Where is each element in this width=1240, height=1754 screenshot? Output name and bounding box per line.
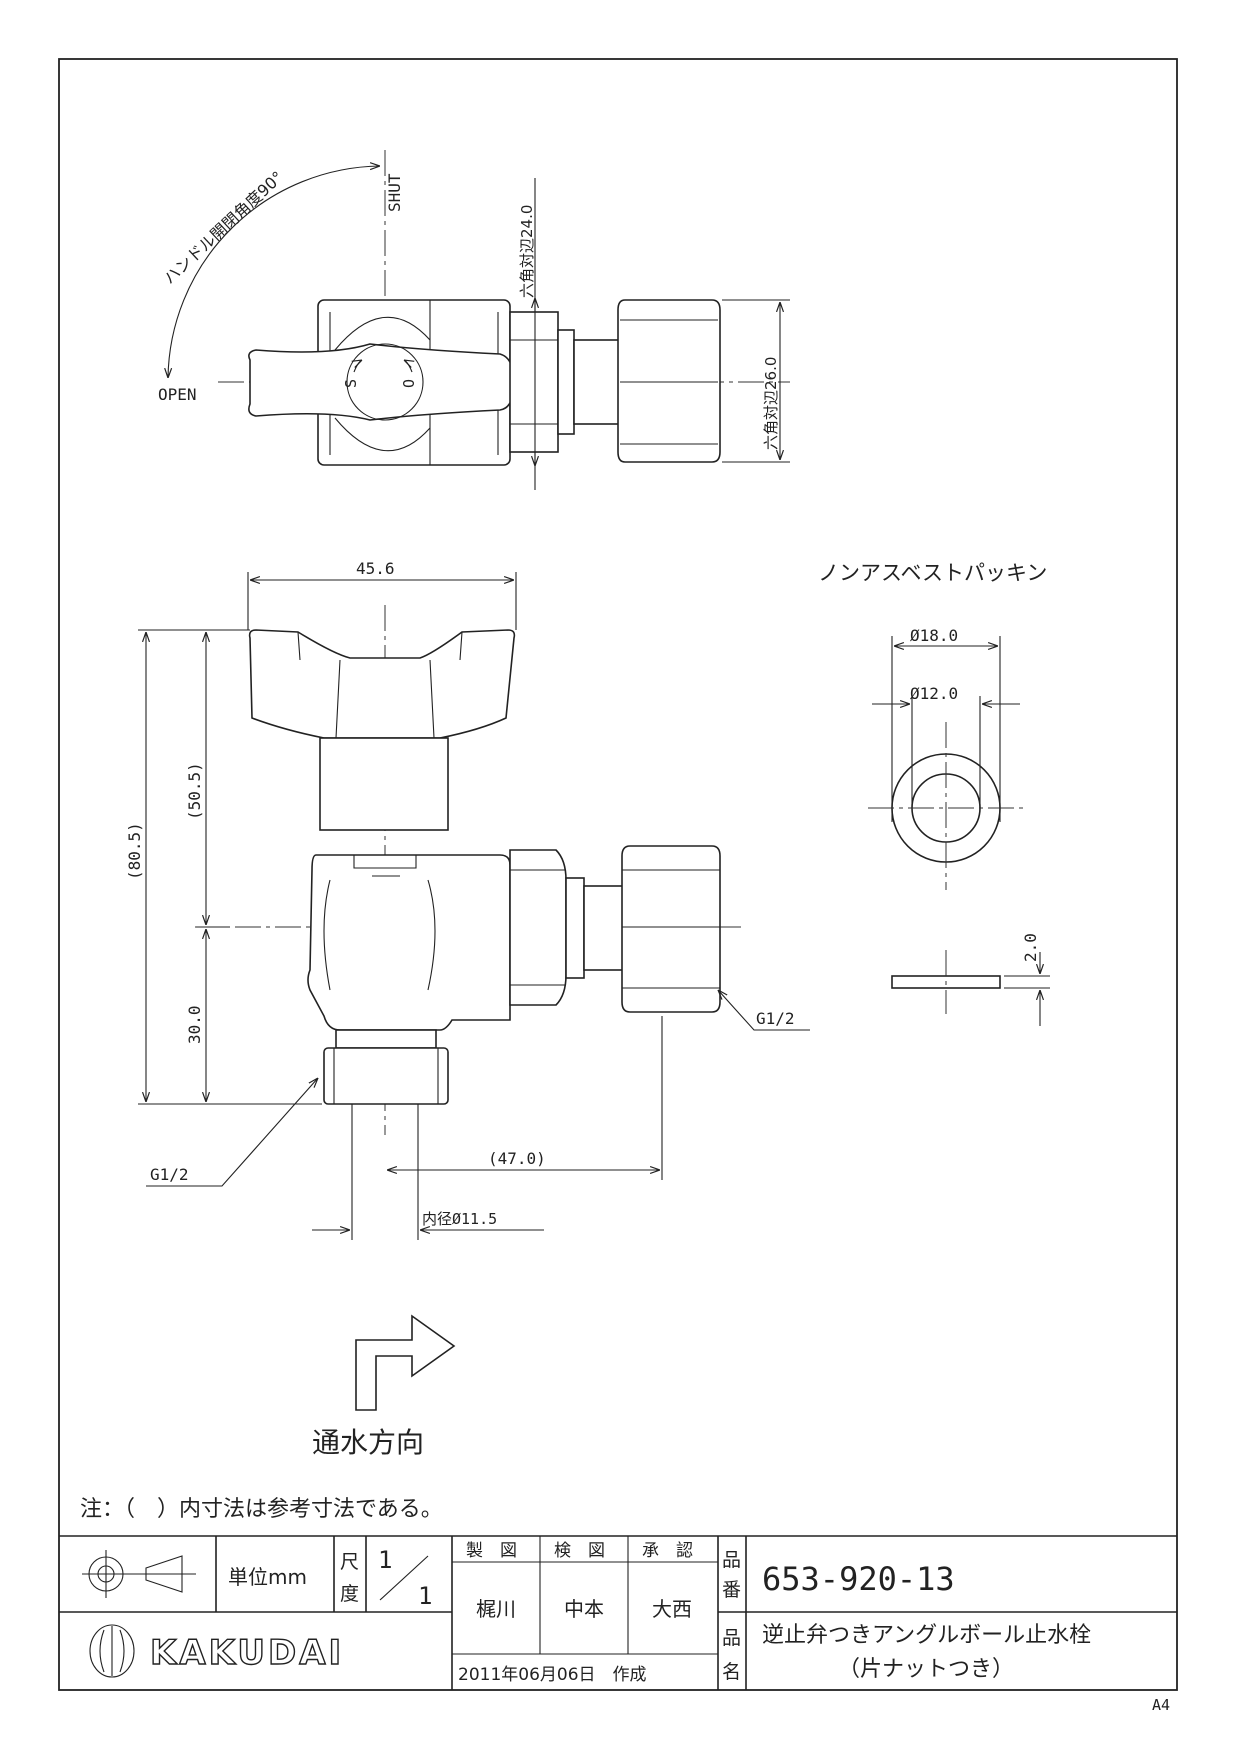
- front-view: 45.6 (80.5) (50.5) 30.0 (47.0) 内径Ø11.5 G…: [125, 559, 810, 1240]
- top-handle-arrow-s: [354, 360, 362, 373]
- title-block: 単位mm 尺 度 1 1 製 図 検 図 承 認 梶川 中本 大西 2011年0…: [59, 1535, 1177, 1690]
- part-no-label-2: 番: [722, 1579, 741, 1601]
- packing-outer-dia-label: Ø18.0: [910, 626, 958, 645]
- front-hex-joint: [509, 849, 567, 1006]
- top-stem: [557, 329, 575, 435]
- top-hex-body: [509, 311, 559, 453]
- part-name-line-1: 逆止弁つきアングルボール止水栓: [762, 1623, 1091, 1648]
- packing-detail: ノンアスベストパッキン Ø18.0 Ø12.0 2.0: [818, 561, 1050, 1026]
- drawn-label: 製 図: [466, 1541, 517, 1561]
- outlet-thread-leader: [718, 990, 810, 1031]
- offset-dim-label: (47.0): [488, 1149, 546, 1168]
- drawn-name: 梶川: [476, 1597, 516, 1621]
- top-ball-disc: [334, 316, 431, 452]
- sheet-size-label: A4: [1152, 1696, 1170, 1714]
- scale-numerator: 1: [378, 1546, 392, 1574]
- front-valve-body: [307, 854, 511, 1031]
- unit-label: 単位mm: [228, 1565, 307, 1589]
- drawing-border: [58, 58, 1178, 1691]
- front-handle-wing: [248, 629, 516, 739]
- inlet-thread-leader: [146, 1078, 318, 1187]
- top-handle-mark-s: S: [342, 379, 360, 388]
- part-name-label-1: 品: [722, 1627, 741, 1649]
- handle-angle-arc: [168, 166, 380, 378]
- front-nut-lines: [622, 869, 720, 989]
- packing-thickness-label: 2.0: [1021, 933, 1040, 962]
- part-number: 653-920-13: [762, 1560, 955, 1598]
- checked-label: 検 図: [554, 1541, 605, 1561]
- inlet-thread-label: G1/2: [150, 1165, 189, 1184]
- front-hex-joint-lines: [510, 869, 566, 986]
- top-hex-body-lines: [510, 339, 558, 425]
- approved-label: 承 認: [642, 1541, 693, 1561]
- outlet-thread-label: G1/2: [756, 1009, 795, 1028]
- top-nut-lines: [620, 319, 718, 445]
- part-name-line-2: （片ナットつき）: [838, 1657, 1014, 1682]
- hex-large-label: 六角対辺26.0: [762, 357, 780, 450]
- handle-angle-label: ハンドル開閉角度90°: [160, 167, 287, 288]
- total-height-label: (80.5): [125, 822, 144, 880]
- approved-name: 大西: [652, 1597, 692, 1621]
- front-stem-neck: [319, 737, 449, 831]
- upper-height-label: (50.5): [185, 762, 204, 820]
- flow-direction-arrow: [355, 1314, 456, 1411]
- top-pipe: [573, 339, 621, 425]
- hex-small-label: 六角対辺24.0: [518, 205, 536, 298]
- scale-label-1: 尺: [340, 1551, 359, 1573]
- note-text: 注：（ ）内寸法は参考寸法である。: [80, 1497, 443, 1522]
- shut-label: SHUT: [385, 173, 404, 212]
- flow-direction-label: 通水方向: [312, 1426, 424, 1459]
- front-nut: [621, 845, 721, 1013]
- third-angle-projection-icon: [82, 1550, 196, 1598]
- open-label: OPEN: [158, 385, 197, 404]
- part-no-label-1: 品: [722, 1549, 741, 1571]
- front-inlet-thread: [323, 1047, 449, 1105]
- top-nut: [617, 299, 721, 463]
- top-view: SHUT OPEN ハンドル開閉角度90° S O 六角対辺24.0 六角対辺2…: [158, 150, 790, 490]
- packing-title: ノンアスベストパッキン: [818, 561, 1047, 585]
- scale-label-2: 度: [340, 1583, 359, 1605]
- packing-inner-dia-label: Ø12.0: [910, 684, 958, 703]
- front-inlet-neck: [335, 1029, 437, 1049]
- date-text: 2011年06月06日 作成: [458, 1665, 647, 1685]
- front-valve-body-detail: [323, 855, 436, 991]
- checked-name: 中本: [564, 1597, 604, 1621]
- company-logo-icon: [89, 1624, 135, 1678]
- front-inlet-bore: [351, 1104, 419, 1120]
- top-handle-mark-o: O: [400, 379, 418, 388]
- front-stem-outlet: [565, 877, 585, 979]
- width-dim-label: 45.6: [356, 559, 395, 578]
- top-handle-hub: [346, 343, 424, 421]
- lower-height-label: 30.0: [185, 1005, 204, 1044]
- scale-denominator: 1: [418, 1582, 432, 1610]
- front-handle-wing-lines: [297, 631, 463, 739]
- top-handle-lever: [248, 343, 515, 421]
- top-handle-arrow-o: [404, 360, 412, 373]
- flow-direction: 通水方向: [312, 1314, 456, 1459]
- scale-slash: [379, 1555, 429, 1601]
- inner-diameter-label: 内径Ø11.5: [422, 1210, 497, 1228]
- part-name-label-2: 名: [722, 1661, 741, 1683]
- front-inlet-thread-lines: [333, 1048, 439, 1104]
- company-name: KAKUDAI: [150, 1633, 344, 1673]
